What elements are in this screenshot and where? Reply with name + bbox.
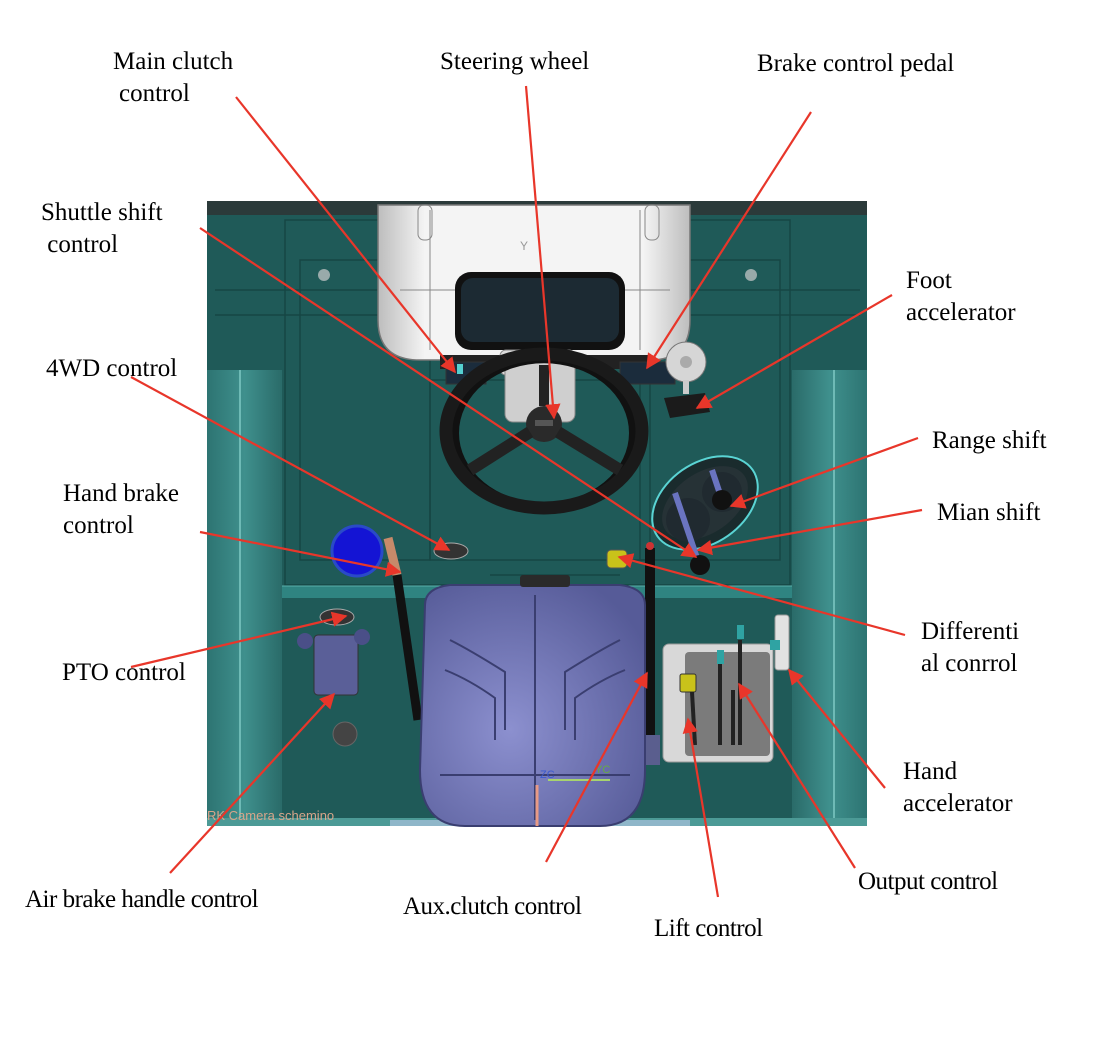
label-line: Shuttle shift [41,199,163,226]
label-line: Brake control pedal [757,50,955,77]
label-line: accelerator [906,299,1016,326]
label-line: Aux.clutch control [403,893,582,920]
label-line: accelerator [903,790,1013,817]
label-main-clutch-control: Main clutch control [113,46,233,110]
label-line: PTO control [62,659,186,686]
label-line: Output control [858,868,998,895]
hand-accelerator-lever[interactable] [770,614,790,671]
label-line: Steering wheel [440,48,590,75]
label-line: Main clutch [113,48,234,75]
leader-hand-accelerator [788,668,886,789]
label-line: Range shift [932,427,1047,454]
left-side-wall [207,370,282,826]
leader-range-shift [729,436,919,509]
label-line: Hand brake [63,480,179,507]
steering-wheel[interactable] [439,347,649,515]
label-brake-control-pedal: Brake control pedal [757,48,954,80]
axis-zc-label: ZC [540,769,555,781]
floor-socket [332,721,358,747]
right-side-wall [792,370,867,826]
leader-output [738,682,856,869]
pto-switch[interactable] [319,608,355,626]
leader-air-brake [169,692,336,874]
label-4wd-control: 4WD control [46,353,177,385]
label-line: control [119,80,190,107]
label-range-shift: Range shift [932,425,1047,457]
leader-steering-wheel [524,85,561,420]
label-steering-wheel: Steering wheel [440,46,589,78]
label-pto-control: PTO control [62,657,186,689]
label-lift-control: Lift control [654,913,763,945]
leader-hand-brake [199,530,402,577]
air-brake-valve[interactable] [297,629,370,696]
leader-foot-accelerator [695,294,893,409]
leader-aux-clutch [545,671,648,863]
label-line: Differenti [921,618,1020,645]
label-air-brake-handle-control: Air brake handle control [25,884,259,916]
leader-4wd [130,376,451,551]
label-differential-control: Differenti al conrrol [921,616,1019,680]
label-hand-brake-control: Hand brake control [63,478,179,542]
label-line: Mian shift [937,499,1041,526]
camera-caption: RK Camera schemino [207,808,334,823]
leader-brake-pedal [646,111,812,370]
leader-pto [130,611,348,669]
leader-main-clutch [235,96,456,374]
label-output-control: Output control [858,866,998,898]
label-foot-accelerator: Foot accelerator [906,265,1016,329]
leader-main-shift [696,508,923,556]
label-line: Hand [903,758,958,785]
label-line: 4WD control [46,355,178,382]
label-line: Foot [906,267,952,294]
label-line: al conrrol [921,650,1018,677]
label-main-shift: Mian shift [937,497,1040,529]
axis-yc-label: YC [595,764,610,776]
label-aux-clutch-control: Aux.clutch control [403,891,582,923]
leader-shuttle-shift [199,227,698,558]
label-line: Air brake handle control [25,886,259,913]
operator-seat: ZC YC [418,575,646,827]
label-shuttle-shift-control: Shuttle shift control [41,197,163,261]
label-line: Lift control [654,915,763,942]
label-line: control [41,231,119,258]
leader-differential [617,553,906,637]
label-line: control [63,512,134,539]
label-hand-accelerator: Hand accelerator [903,756,1013,820]
range-shift-lever[interactable] [709,469,732,510]
axis-y-label: Y [520,239,528,253]
blue-cap [330,524,384,578]
leader-lines [130,85,923,898]
leader-lift [682,717,720,898]
